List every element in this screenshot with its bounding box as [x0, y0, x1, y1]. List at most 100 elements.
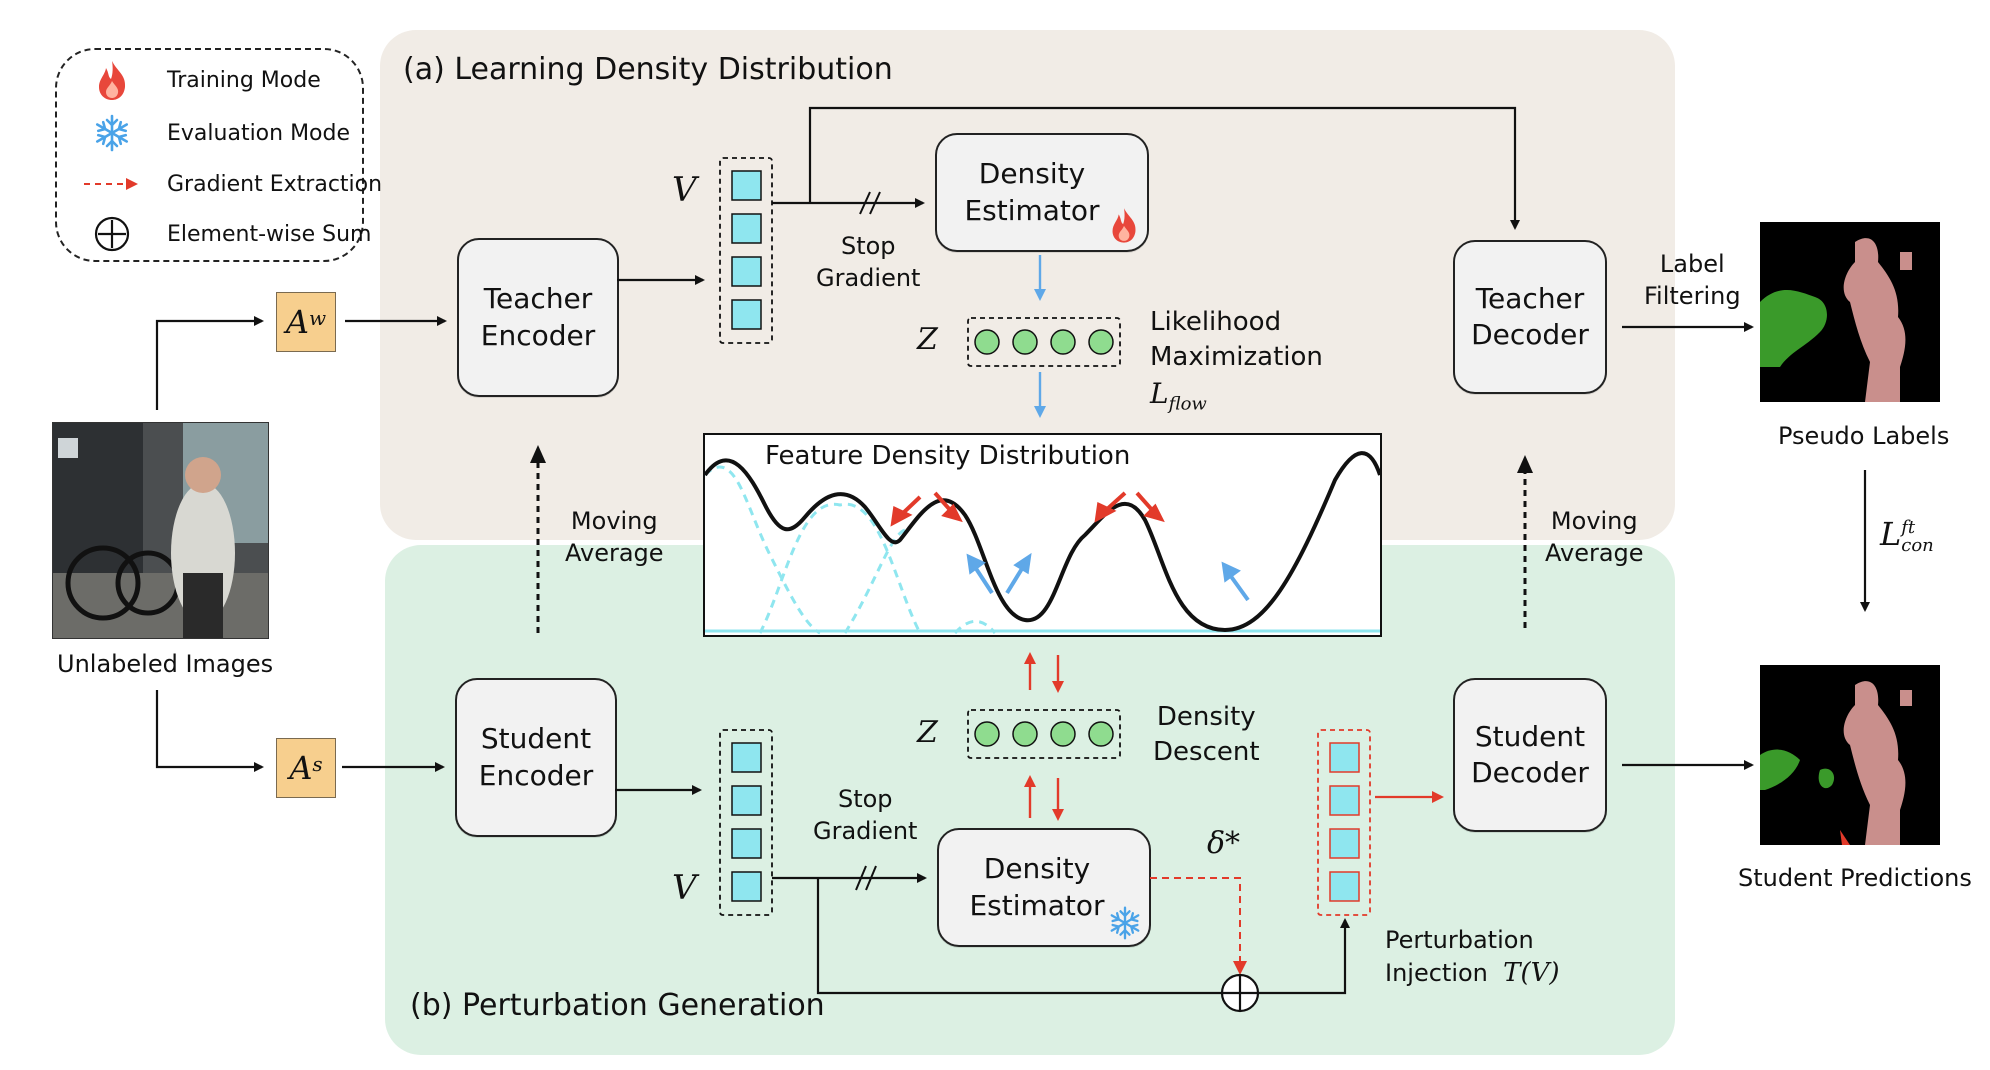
- moving-average-label-left: Moving Average: [565, 505, 664, 570]
- perturbed-cell: [1329, 871, 1360, 902]
- density-descent-line2: Descent: [1153, 737, 1260, 768]
- element-sum-node: [1220, 973, 1260, 1013]
- feature-cell: [731, 213, 762, 244]
- stop-gradient-label-bottom: Stop Gradient: [813, 783, 917, 848]
- latent-z-top: [967, 317, 1121, 367]
- density-ascent-arrows: [966, 552, 1250, 602]
- latent-node: [1012, 329, 1038, 355]
- panel-a-title: (a) Learning Density Distribution: [403, 52, 893, 87]
- stop-gradient-top-line1: Stop: [840, 232, 896, 260]
- flow-loss-symbol: L: [1150, 377, 1169, 411]
- stop-gradient-mark-top-2: [869, 191, 881, 215]
- density-descent-arrows: [890, 491, 1165, 527]
- image-to-weak-aug-arrow: [155, 316, 264, 410]
- label-filtering-line1: Label: [1659, 250, 1725, 278]
- student-feature-vector: [719, 729, 773, 916]
- feature-cell: [731, 170, 762, 201]
- latent-node: [1050, 721, 1076, 747]
- likelihood-maximization-label: Likelihood Maximization Lflow: [1150, 305, 1323, 417]
- label-filtering-label: Label Filtering: [1644, 248, 1741, 313]
- teacher-encoder-line1: Teacher: [483, 282, 593, 316]
- perturbation-formula: T(V): [1503, 958, 1560, 989]
- stop-gradient-mark-bottom-1: [855, 865, 867, 891]
- perturbed-cell: [1329, 742, 1360, 773]
- feature-cell: [731, 742, 762, 773]
- moving-average-right-arrowhead: [1517, 455, 1533, 473]
- latent-node: [1088, 721, 1114, 747]
- latent-z-bottom: [967, 709, 1121, 759]
- feature-cell: [731, 785, 762, 816]
- student-decoder-line1: Student: [1474, 719, 1586, 753]
- strong-aug-superscript: s: [312, 752, 323, 776]
- sum-to-perturbed-arrow: [1258, 918, 1350, 995]
- perturbed-cell: [1329, 828, 1360, 859]
- legend-gradient-row: Gradient Extraction: [57, 164, 382, 204]
- z-symbol-top: Z: [917, 322, 938, 357]
- v-symbol-top: V: [672, 170, 697, 210]
- perturbed-cell: [1329, 785, 1360, 816]
- feature-cell: [731, 256, 762, 287]
- latent-node: [1050, 329, 1076, 355]
- panel-b-title: (b) Perturbation Generation: [410, 988, 825, 1023]
- density-estimator-top-line1: Density: [978, 157, 1086, 191]
- stop-gradient-label-top: Stop Gradient: [816, 230, 920, 295]
- flame-icon: [57, 59, 167, 101]
- feature-cell: [731, 871, 762, 902]
- gradient-extraction-dashed-line: [1150, 877, 1241, 965]
- legend-gradient-label: Gradient Extraction: [167, 171, 383, 197]
- unlabeled-input-image: [52, 422, 269, 639]
- student-decoder-line2: Decoder: [1471, 756, 1589, 789]
- perturbation-line1: Perturbation: [1385, 926, 1534, 954]
- flow-loss-subscript: flow: [1168, 393, 1207, 415]
- legend-sum-row: Element-wise Sum: [57, 214, 371, 254]
- teacher-encoder-line2: Encoder: [480, 318, 596, 352]
- student-encoder-line2: Encoder: [478, 758, 594, 792]
- moving-average-right-line1: Moving: [1550, 507, 1638, 535]
- latent-node: [974, 721, 1000, 747]
- consistency-loss-superscript: ft: [1901, 516, 1916, 538]
- latent-node: [974, 329, 1000, 355]
- pseudo-labels-image: [1760, 222, 1940, 402]
- moving-average-label-right: Moving Average: [1545, 505, 1644, 570]
- stop-gradient-mark-bottom-2: [865, 865, 877, 891]
- z-symbol-bottom: Z: [917, 715, 938, 750]
- moving-average-left-arrowhead: [530, 445, 546, 463]
- feature-cell: [731, 299, 762, 330]
- feature-density-title: Feature Density Distribution: [765, 441, 1131, 471]
- moving-average-right-line2: Average: [1545, 539, 1644, 568]
- legend-evaluation-row: Evaluation Mode: [57, 113, 350, 153]
- likelihood-line2: Maximization: [1150, 342, 1323, 373]
- strong-aug-symbol: A: [289, 749, 313, 787]
- features-to-teacher-decoder-arrow: [808, 106, 1520, 230]
- stop-gradient-bottom-line2: Gradient: [813, 817, 918, 846]
- snowflake-icon: [57, 113, 167, 153]
- v-symbol-bottom: V: [672, 868, 697, 908]
- delta-star-symbol: δ*: [1207, 826, 1241, 861]
- perturbation-line2: Injection: [1385, 959, 1488, 988]
- weak-aug-symbol: A: [285, 303, 309, 341]
- likelihood-line1: Likelihood: [1150, 307, 1282, 337]
- component-densities: [703, 465, 997, 635]
- legend-evaluation-label: Evaluation Mode: [167, 120, 351, 146]
- consistency-loss-subscript: con: [1901, 534, 1934, 556]
- legend-training-label: Training Mode: [167, 67, 321, 93]
- moving-average-left-line2: Average: [565, 539, 664, 568]
- pseudo-labels-caption: Pseudo Labels: [1778, 422, 1950, 450]
- image-to-strong-aug-arrow: [155, 690, 264, 772]
- label-filtering-line2: Filtering: [1644, 282, 1741, 311]
- density-estimator-top-line2: Estimator: [964, 193, 1100, 227]
- features-to-sum-line: [816, 878, 1222, 995]
- density-estimator-bottom-line1: Density: [983, 852, 1091, 886]
- stop-gradient-top-line2: Gradient: [816, 264, 921, 293]
- consistency-loss-symbol: L: [1880, 515, 1902, 553]
- unlabeled-images-caption: Unlabeled Images: [57, 650, 274, 678]
